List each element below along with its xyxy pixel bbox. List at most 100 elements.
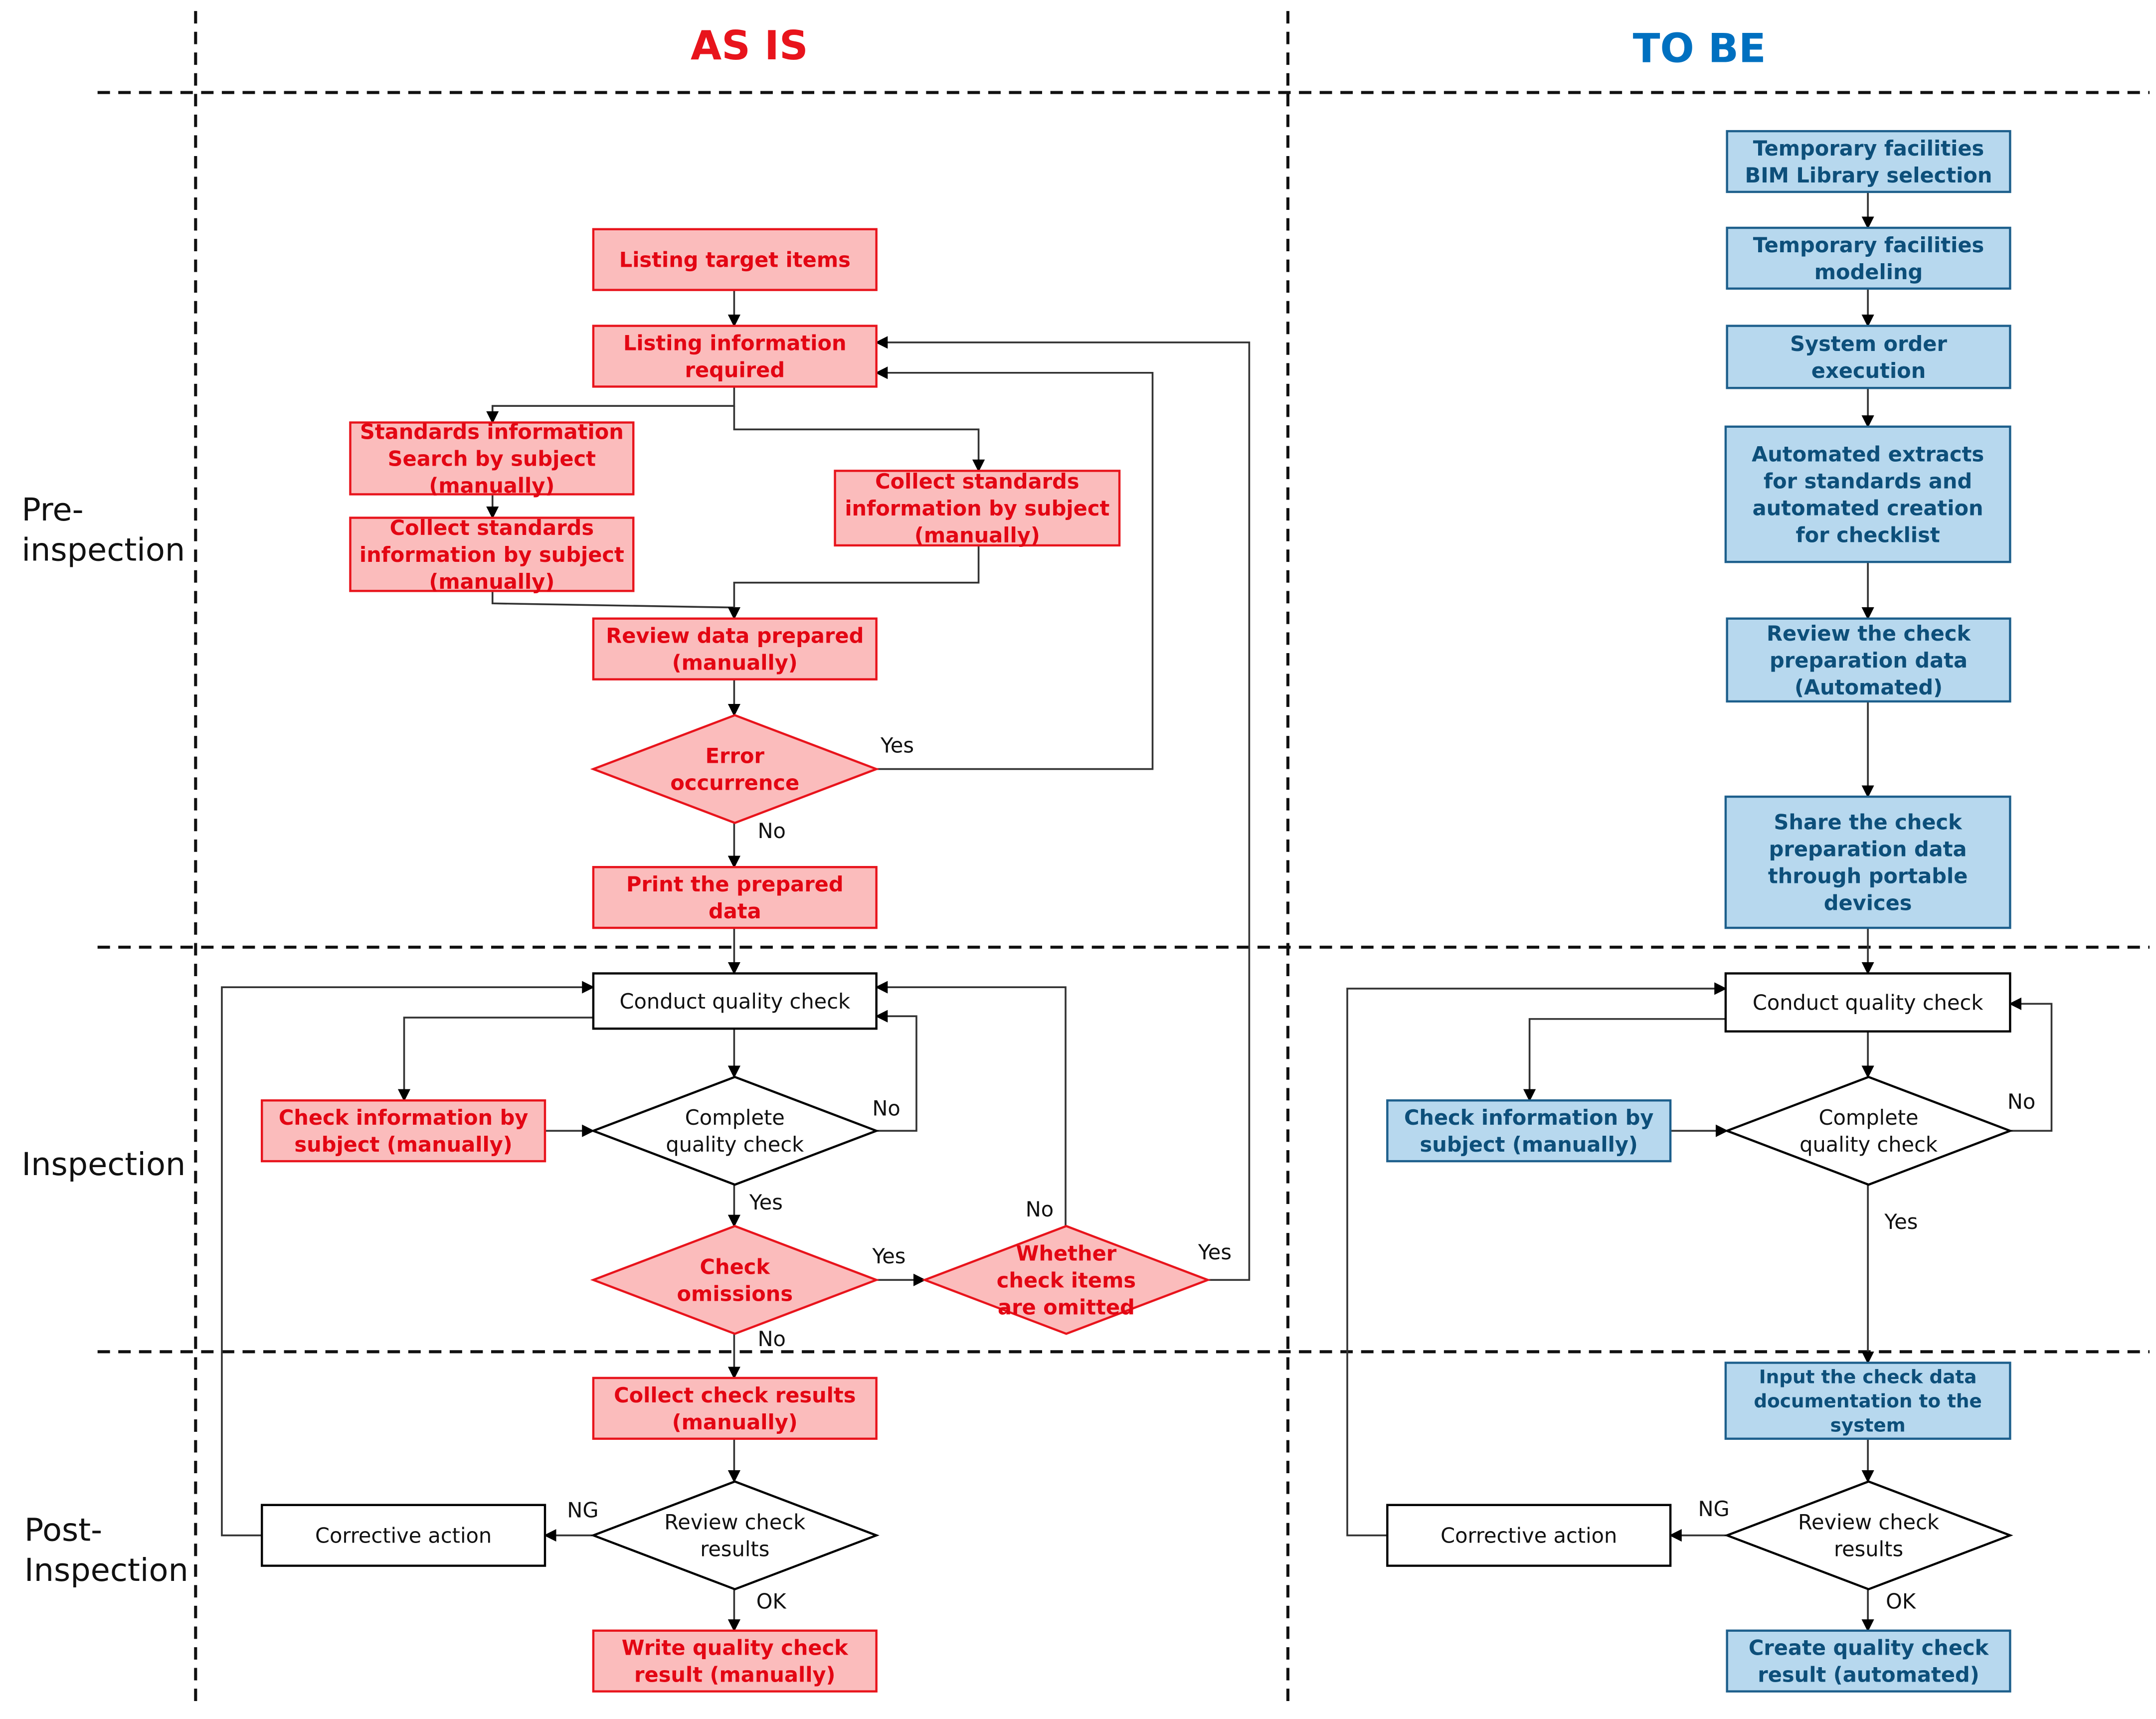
node-text-line: result (manually) [634,1663,835,1687]
decision-shape [921,1224,1211,1335]
node-shape [261,1099,546,1163]
node-text: Conduct quality check [1753,991,1983,1015]
node-text-line: are omitted [998,1295,1135,1319]
branch-label-omissions-no: No [757,1327,785,1351]
node-text-line: (manually) [429,473,554,498]
node-text-line: quality check [666,1132,804,1157]
connector-arrow [221,981,595,1537]
branch-label-whether-no: No [1026,1197,1054,1221]
node-text-line: Corrective action [315,1524,492,1548]
node-text: Corrective action [315,1524,492,1548]
to-be-corrective-step: Corrective action [1386,1504,1672,1567]
swimlane-dividers [97,11,2150,1708]
connector-arrow [1523,1018,1726,1102]
node-shape [592,1376,878,1440]
node-text-line: Input the check data [1759,1366,1977,1387]
branch-label-review-ng: NG [567,1498,598,1523]
node-text-line: devices [1824,891,1912,915]
node-text-line: results [700,1537,769,1561]
node-shape [592,325,878,388]
node-text-line: preparation data [1769,837,1967,861]
node-text-line: for standards and [1764,469,1972,493]
node-shape [1726,1629,2011,1693]
as-is-title: AS IS [691,22,808,69]
connector-arrow [1346,982,1727,1537]
branch-label-error-no: No [757,819,785,843]
node-text-line: Corrective action [1440,1524,1617,1548]
section-label-inspection: Inspection [21,1146,185,1183]
node-text-line: Print the prepared [626,872,844,896]
decision-shape [590,1075,880,1186]
node-text-line: Listing information [623,331,847,355]
as-is-collect-results-step: Collect check results(manually) [592,1376,878,1440]
branch-label-review-ng: NG [1698,1497,1729,1521]
node-text-line: information by subject [845,496,1109,520]
node-shape [592,228,878,291]
node-text-line: (Automated) [1795,675,1943,699]
section-label-post: Post-Inspection [24,1512,188,1589]
node-text-line: execution [1811,358,1926,383]
node-shape [592,866,878,929]
connector-arrow [875,981,1067,1226]
section-label-pre: Pre-inspection [21,492,185,568]
node-text-line: omissions [677,1281,793,1306]
node-text-line: Temporary facilities [1753,136,1984,161]
node-text-line: Write quality check [622,1636,849,1660]
node-text-line: Automated extracts [1752,442,1984,466]
node-text-line: Check information by [1404,1105,1654,1130]
node-text-line: information by subject [359,542,624,567]
node-text: Write quality check result (manually) [622,1636,849,1687]
node-shape [1724,972,2011,1033]
decision-shape [590,1224,880,1335]
node-text: Corrective action [1440,1524,1617,1548]
node-text: Input the check data documentation to the… [1754,1366,1982,1436]
node-text-line: quality check [1799,1132,1938,1157]
branch-label-whether-yes: Yes [1198,1240,1232,1264]
node-text-line: result (automated) [1758,1663,1979,1687]
decision-shape [590,714,880,824]
node-text-line: subject (manually) [1420,1132,1638,1157]
node-shape [349,516,635,592]
branch-label-complete-yes: Yes [749,1190,783,1214]
connector-arrow [491,591,741,620]
node-text-line: documentation to the [1754,1390,1982,1412]
node-text-line: data [709,899,761,923]
node-shape [592,1629,878,1693]
node-text-line: check items [997,1268,1136,1292]
node-text-line: Collect standards [875,469,1079,494]
section-label-line: Inspection [21,1146,185,1183]
section-label-line: inspection [21,531,185,568]
node-text: Conduct quality check [619,989,850,1014]
node-shape [834,470,1121,547]
node-shape [1726,130,2011,193]
node-text-line: Check information by [279,1105,529,1130]
node-shape [592,972,878,1030]
decision-shape [590,1480,880,1591]
section-label-line: Post- [24,1512,102,1549]
node-text-line: Standards information [360,419,624,444]
connectors [221,191,2053,1632]
to-be-input-data-step: Input the check data documentation to the… [1724,1362,2011,1440]
node-text-line: Share the check [1774,810,1963,834]
